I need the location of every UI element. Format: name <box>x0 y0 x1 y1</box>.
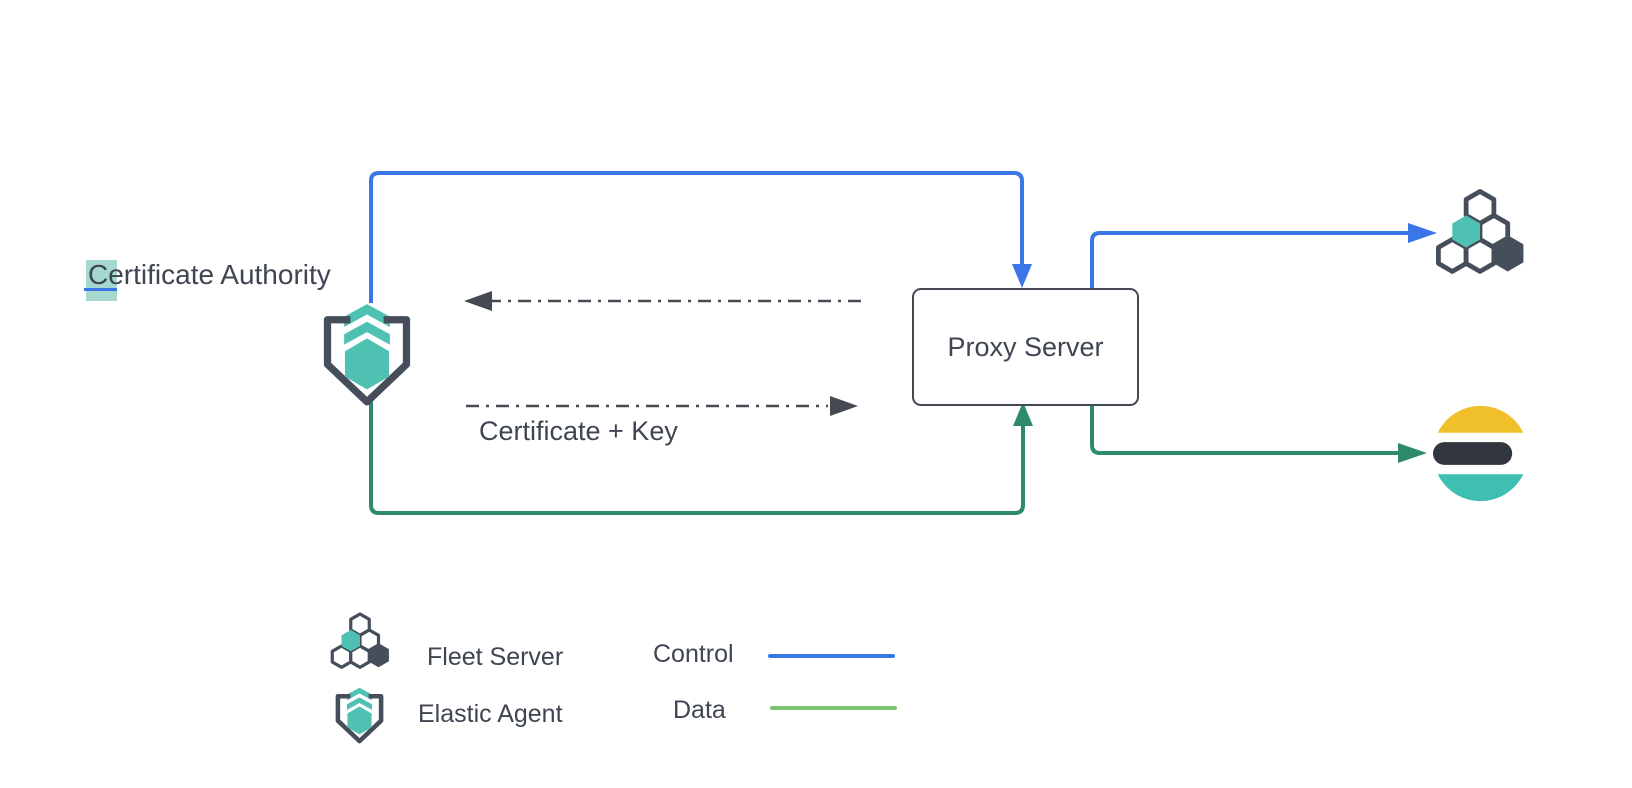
legend-control-label: Control <box>653 640 734 668</box>
legend-control-line-swatch <box>768 654 895 658</box>
arrowhead <box>830 396 858 416</box>
chevron-icon <box>344 304 390 327</box>
hexagon <box>344 338 390 390</box>
logo-top-segment <box>1437 405 1524 433</box>
data-edge-proxy-to-elasticsearch[interactable] <box>1090 402 1427 463</box>
arrowhead <box>1408 223 1437 243</box>
arrowhead <box>1013 402 1033 426</box>
dark-hexagon <box>1492 235 1524 272</box>
hex-bracket-outline <box>323 316 411 406</box>
text-cursor-underline <box>84 288 117 291</box>
logo-bottom-segment <box>1437 474 1524 502</box>
logo-middle-bar <box>1432 442 1513 465</box>
legend-fleet-server-label: Fleet Server <box>427 643 564 671</box>
elasticsearch-logo[interactable] <box>1431 404 1530 503</box>
arrowhead <box>464 291 492 311</box>
teal-hexagon <box>1452 215 1480 248</box>
legend-data-label: Data <box>673 696 726 724</box>
elastic-agent-icon[interactable] <box>315 301 419 407</box>
legend-fleet-server-icon[interactable] <box>328 611 392 671</box>
data-edge-agent-to-proxy[interactable] <box>369 400 1033 515</box>
fleet-server-icon[interactable] <box>1432 187 1528 277</box>
chevron-icon <box>344 321 390 345</box>
legend-elastic-agent-label: Elastic Agent <box>418 700 563 728</box>
legend-data-line-swatch <box>770 706 897 710</box>
dashed-edge-agent-to-proxy[interactable] <box>466 396 858 416</box>
certificate-authority-label[interactable]: Certificate Authority <box>88 259 331 290</box>
proxy-server-label: Proxy Server <box>947 331 1104 362</box>
legend-elastic-agent-icon[interactable] <box>331 686 388 744</box>
arrowhead <box>1012 264 1032 288</box>
certificate-key-label[interactable]: Certificate + Key <box>479 416 678 446</box>
arrowhead <box>1398 443 1427 463</box>
control-edge-proxy-to-fleet[interactable] <box>1090 223 1437 288</box>
dashed-edge-proxy-to-agent[interactable] <box>464 291 861 311</box>
text-selection-highlight <box>86 260 117 301</box>
proxy-server-node[interactable]: Proxy Server <box>912 288 1139 406</box>
control-edge-agent-to-proxy[interactable] <box>369 171 1032 303</box>
